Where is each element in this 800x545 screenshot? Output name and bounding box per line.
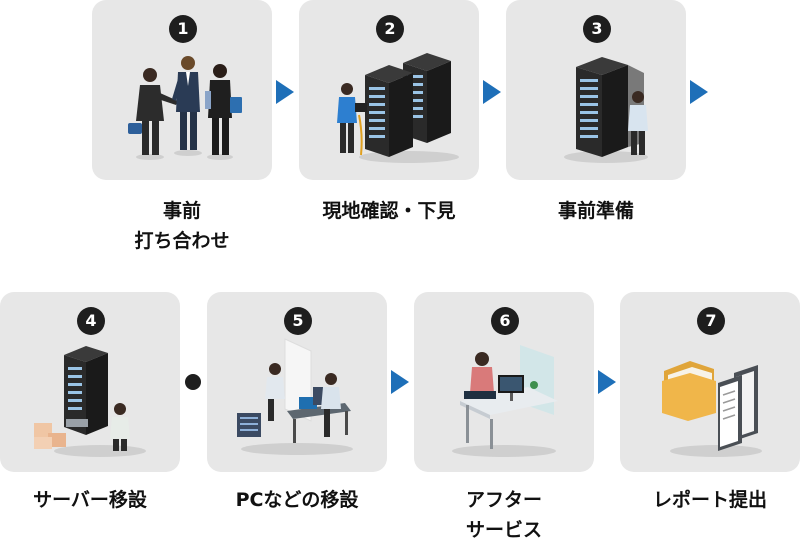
- server-rack-technician-icon: [564, 57, 648, 163]
- step-number-badge: 4: [77, 307, 105, 335]
- connector-dot: [185, 374, 201, 390]
- step-label: 事前 打ち合わせ: [134, 200, 230, 252]
- step-label: アフター サービス: [465, 489, 542, 541]
- step-card: 5: [207, 292, 387, 472]
- server-moving-icon: [34, 346, 146, 457]
- step-number-badge: 3: [583, 15, 611, 43]
- arrow-right-icon: [598, 370, 616, 394]
- step-card: 2: [299, 0, 479, 180]
- step-number-badge: 2: [376, 15, 404, 43]
- step-card: 1: [92, 0, 272, 180]
- step-label: PCなどの移設: [235, 489, 359, 511]
- office-desk-icon: [452, 345, 558, 457]
- step-card: 4: [0, 292, 180, 472]
- arrow-right-icon: [276, 80, 294, 104]
- report-folder-icon: [662, 361, 762, 457]
- pc-setup-icon: [237, 338, 353, 455]
- step-label: レポート提出: [652, 489, 767, 511]
- step-card: 3: [506, 0, 686, 180]
- step-number-badge: 7: [697, 307, 725, 335]
- step-card: 7: [620, 292, 800, 472]
- step-number-badge: 6: [491, 307, 519, 335]
- step-label: 現地確認・下見: [322, 200, 456, 222]
- step-number-badge: 5: [284, 307, 312, 335]
- step-label: サーバー移設: [33, 489, 147, 511]
- step-label: 事前準備: [557, 200, 634, 222]
- handshake-meeting-icon: [128, 56, 242, 160]
- step-number-badge: 1: [169, 15, 197, 43]
- arrow-right-icon: [483, 80, 501, 104]
- arrow-right-icon: [391, 370, 409, 394]
- step-card: 6: [414, 292, 594, 472]
- arrow-right-icon: [690, 80, 708, 104]
- server-inspection-icon: [337, 53, 459, 163]
